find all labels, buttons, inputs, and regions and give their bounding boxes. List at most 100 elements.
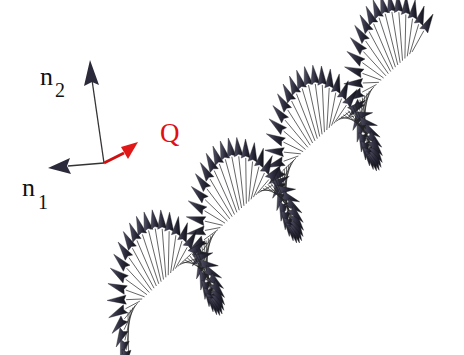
spin-line xyxy=(284,152,301,154)
spin-cone xyxy=(165,212,174,231)
spin-cone xyxy=(420,14,433,33)
spin-line xyxy=(190,256,213,283)
spin-line xyxy=(155,229,163,280)
spin-line xyxy=(363,82,379,84)
spin-line xyxy=(327,88,329,130)
spin-line xyxy=(142,234,158,283)
spin-cone xyxy=(122,349,131,355)
spin-cone xyxy=(318,66,327,85)
spin-line xyxy=(350,108,372,146)
spin-cone xyxy=(408,0,417,19)
spin-line xyxy=(336,111,350,121)
spin-line xyxy=(362,85,376,93)
spin-line xyxy=(363,52,386,76)
spin-line xyxy=(173,241,182,271)
spin-line xyxy=(175,247,187,268)
axis-label: n xyxy=(22,175,35,201)
spin-line xyxy=(126,301,140,309)
spin-cone xyxy=(178,223,188,242)
spin-line xyxy=(284,156,299,161)
spin-line xyxy=(362,73,381,80)
spin-cone xyxy=(394,0,403,13)
spin-line xyxy=(232,157,242,208)
spin-line xyxy=(332,99,342,126)
spin-cone xyxy=(241,139,250,158)
spin-cone xyxy=(345,67,364,78)
spin-line xyxy=(126,299,142,301)
spin-line xyxy=(127,268,150,292)
spin-line xyxy=(128,312,130,355)
spin-cone xyxy=(269,119,286,135)
spin-line xyxy=(334,105,347,123)
spin-line xyxy=(149,230,162,281)
axis-label: n xyxy=(40,64,53,90)
spin-line xyxy=(126,279,147,294)
spin-cone xyxy=(358,117,378,126)
spin-line xyxy=(205,211,226,223)
spin-line xyxy=(284,131,306,149)
spin-cone xyxy=(191,187,208,203)
spin-cone xyxy=(114,254,130,271)
spin-line xyxy=(187,258,209,276)
spin-line xyxy=(362,63,383,78)
spin-line xyxy=(404,15,406,59)
spin-cone xyxy=(401,0,410,15)
spin-line xyxy=(239,156,244,206)
spin-cone xyxy=(265,148,284,157)
spin-cone xyxy=(347,51,365,66)
spin-cone xyxy=(108,284,127,295)
spin-cone xyxy=(255,148,264,168)
spin-line xyxy=(348,111,371,141)
spin-cone xyxy=(186,217,206,226)
spin-line xyxy=(168,231,170,275)
spin-cone xyxy=(209,280,225,297)
spin-line xyxy=(178,254,192,267)
spin-line xyxy=(126,290,145,297)
spin-line xyxy=(245,158,247,204)
spin-cone xyxy=(287,205,303,222)
spin-cone xyxy=(110,268,128,283)
spin-line xyxy=(346,113,368,134)
spin-line xyxy=(412,31,424,52)
spin-cone xyxy=(367,138,382,156)
spin-line xyxy=(315,84,322,134)
spin-line xyxy=(270,182,293,215)
axis-label: 1 xyxy=(38,192,48,212)
spin-cone xyxy=(109,305,128,318)
spin-line xyxy=(322,85,324,132)
spin-line xyxy=(162,229,166,277)
spin-cone xyxy=(325,69,334,88)
spin-line xyxy=(265,186,286,201)
spin-cone xyxy=(414,6,424,25)
spin-line xyxy=(253,173,264,197)
spin-cone xyxy=(186,226,206,235)
spin-cone xyxy=(260,156,272,175)
spin-line xyxy=(283,142,303,152)
spin-cone xyxy=(158,210,167,229)
spin-cones xyxy=(107,0,433,355)
spin-cone xyxy=(350,38,366,55)
spin-cone xyxy=(248,143,257,162)
axis-label: 2 xyxy=(55,80,65,100)
spin-line xyxy=(407,19,412,57)
spin-line xyxy=(392,12,400,63)
spin-line xyxy=(410,24,419,54)
spin-cone xyxy=(331,74,340,94)
spin-line xyxy=(399,12,403,60)
spin-line xyxy=(379,18,395,67)
spin-cone xyxy=(337,81,348,100)
spin-line xyxy=(205,221,223,225)
axes xyxy=(48,60,138,174)
spin-cone xyxy=(188,201,207,215)
spin-line xyxy=(171,235,176,273)
spin-line xyxy=(308,85,319,136)
spin-line xyxy=(302,88,317,138)
axis-label-q: Q xyxy=(160,120,180,147)
spin-cone xyxy=(107,295,126,304)
spin-cone xyxy=(171,217,180,236)
spin-line xyxy=(385,14,398,65)
spin-cone xyxy=(266,134,285,146)
spin-line xyxy=(268,184,291,208)
spin-cone xyxy=(234,137,243,156)
